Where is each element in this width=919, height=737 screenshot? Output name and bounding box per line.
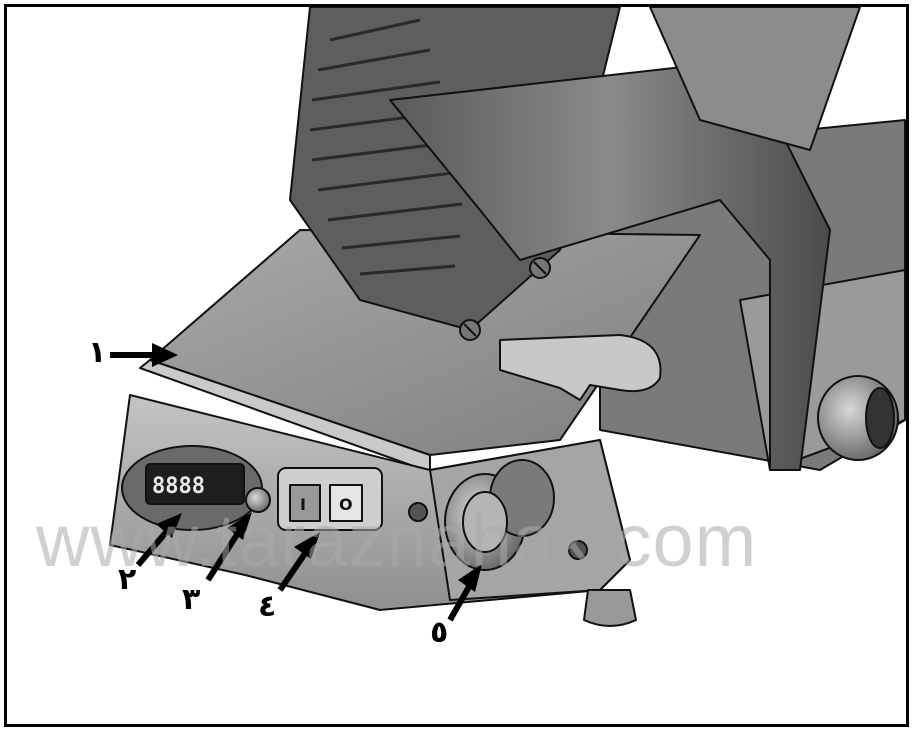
display-digits: 8888 bbox=[152, 474, 205, 499]
bolt-right bbox=[568, 540, 588, 560]
on-switch bbox=[289, 484, 321, 522]
arrow-3 bbox=[205, 531, 241, 582]
machine-foot bbox=[583, 589, 637, 627]
arrow-4-head bbox=[294, 532, 320, 559]
callout-2: ٢ bbox=[118, 562, 137, 597]
callout-4: ٤ bbox=[258, 589, 277, 624]
off-switch bbox=[329, 484, 363, 522]
display-knob bbox=[245, 487, 271, 513]
svg-text:O: O bbox=[339, 495, 353, 514]
arrow-2 bbox=[135, 528, 171, 567]
carriage-handle bbox=[499, 334, 662, 401]
callout-5: ٥ bbox=[430, 615, 449, 650]
arrow-4 bbox=[277, 550, 309, 592]
arrow-3-head bbox=[227, 512, 252, 540]
bolt-left bbox=[408, 502, 428, 522]
svg-text:I: I bbox=[300, 495, 306, 514]
callout-arrows bbox=[110, 343, 482, 622]
arrow-2-head bbox=[156, 513, 182, 538]
arrow-1-head bbox=[152, 343, 178, 367]
callout-3: ٣ bbox=[182, 582, 201, 617]
digital-display bbox=[145, 463, 245, 505]
callout-1: ١ bbox=[88, 335, 107, 370]
arrow-5 bbox=[447, 583, 473, 622]
arrow-5-head bbox=[458, 564, 482, 592]
